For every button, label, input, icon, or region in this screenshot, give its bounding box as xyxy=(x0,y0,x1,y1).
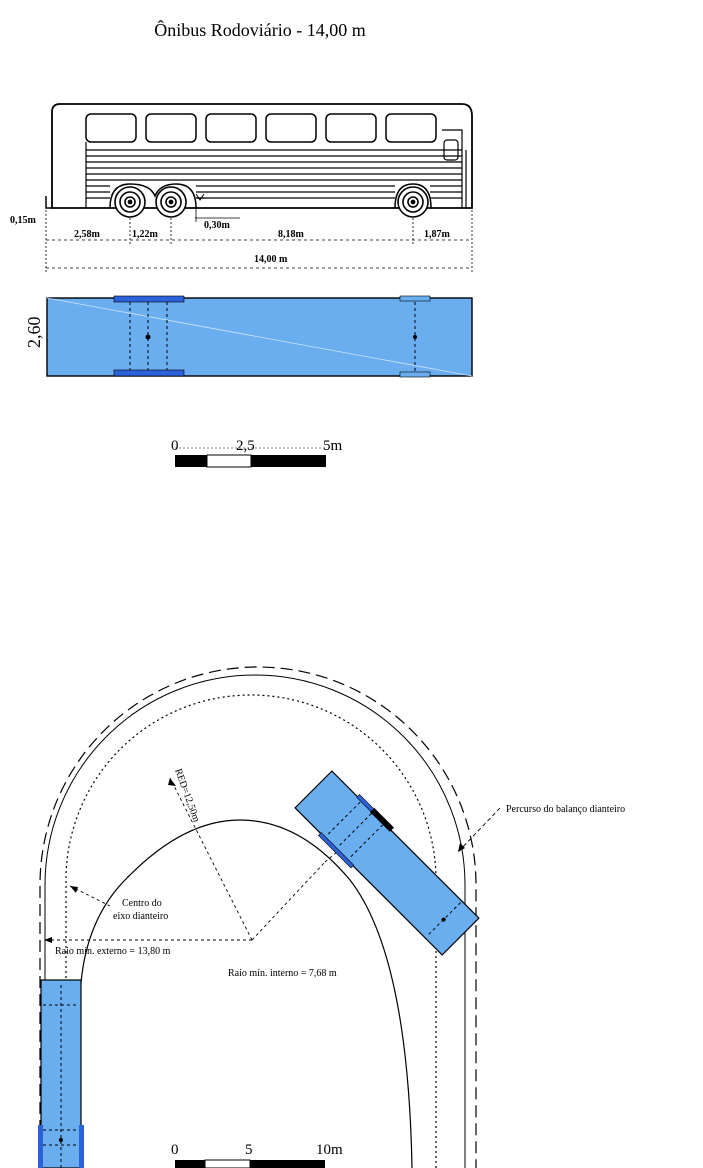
wheel-rear-1 xyxy=(114,186,146,218)
bus-side-view xyxy=(45,103,473,209)
bus-plan-view xyxy=(46,295,473,378)
dim-axle-spacing: 1,22m xyxy=(132,229,159,240)
label-outer-radius: Raio mín. externo = 13,80 m xyxy=(55,946,171,957)
label-red: RED=12,50m xyxy=(172,767,202,824)
turning-path-curves xyxy=(39,666,477,1168)
dim-wheelbase: 8,18m xyxy=(278,229,305,240)
label-inner-radius: Raio mín. interno = 7,68 m xyxy=(228,968,337,979)
dim-ground-clearance: 0,30m xyxy=(204,220,231,231)
label-front-overhang-path: Percurso do balanço dianteiro xyxy=(506,804,625,815)
scale-bar-top xyxy=(175,447,326,468)
scale-bottom-end: 10m xyxy=(316,1142,343,1158)
scale-top-0: 0 xyxy=(171,438,179,454)
turning-arrowheads xyxy=(44,778,465,943)
dim-total-length: 14,00 m xyxy=(254,254,288,265)
scale-bar-bottom xyxy=(175,1159,325,1168)
label-front-axle-center-1: Centro do xyxy=(122,898,162,909)
wheel-front xyxy=(397,186,429,218)
scale-bottom-0: 0 xyxy=(171,1142,179,1158)
dim-rear-height: 0,15m xyxy=(10,215,37,226)
turning-bus-rotated xyxy=(294,770,480,956)
scale-top-mid: 2,5 xyxy=(236,438,255,454)
dim-front-overhang: 1,87m xyxy=(424,229,451,240)
label-front-axle-center-2: eixo dianteiro xyxy=(113,911,168,922)
scale-bottom-mid: 5 xyxy=(245,1142,253,1158)
dim-rear-overhang: 2,58m xyxy=(74,229,101,240)
turning-bus-straight xyxy=(38,979,84,1168)
turning-dimension-rays xyxy=(44,777,501,941)
side-dimension-lines xyxy=(45,207,473,272)
plan-width-label: 2,60 xyxy=(24,317,44,349)
page-title: Ônibus Rodoviário - 14,00 m xyxy=(154,19,366,40)
scale-top-end: 5m xyxy=(323,438,343,454)
wheel-rear-2 xyxy=(155,186,187,218)
